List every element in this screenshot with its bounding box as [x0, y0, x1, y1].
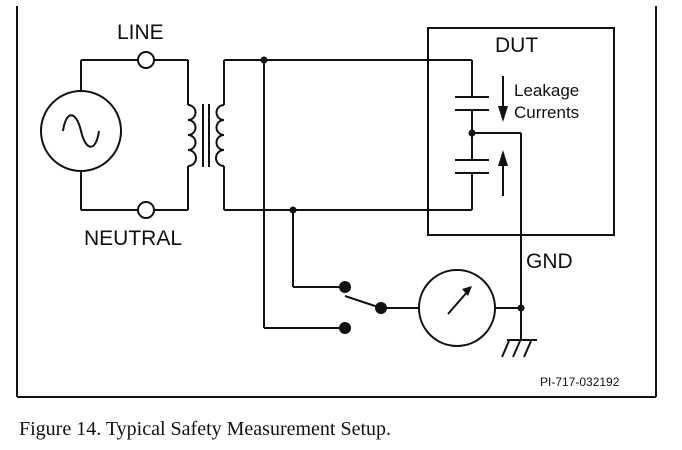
neutral-label: NEUTRAL [84, 227, 182, 250]
ac-source-symbol [40, 90, 122, 172]
gnd-label: GND [526, 250, 573, 273]
leakage-label-line2: Currents [514, 103, 579, 122]
line-terminal [137, 51, 155, 69]
ground-icon [501, 339, 537, 358]
junction-dot [260, 56, 268, 64]
gnd-wiring [472, 132, 522, 340]
dut-capacitors [455, 60, 489, 210]
leakage-meter [418, 269, 496, 347]
dut-label: DUT [495, 34, 538, 57]
isolation-transformer [187, 60, 225, 210]
figure-reference-code: PI-717-032192 [540, 375, 620, 389]
figure-caption: Figure 14. Typical Safety Measurement Se… [19, 418, 392, 440]
leakage-current-arrows [498, 76, 508, 196]
neutral-terminal [137, 201, 155, 219]
junction-dot [517, 304, 525, 312]
line-label: LINE [117, 21, 164, 44]
selector-switch [339, 281, 418, 334]
leakage-label-line1: Leakage [514, 81, 579, 100]
figure-frame [16, 6, 657, 398]
junction-dot [289, 206, 297, 214]
source-wiring [80, 59, 189, 211]
